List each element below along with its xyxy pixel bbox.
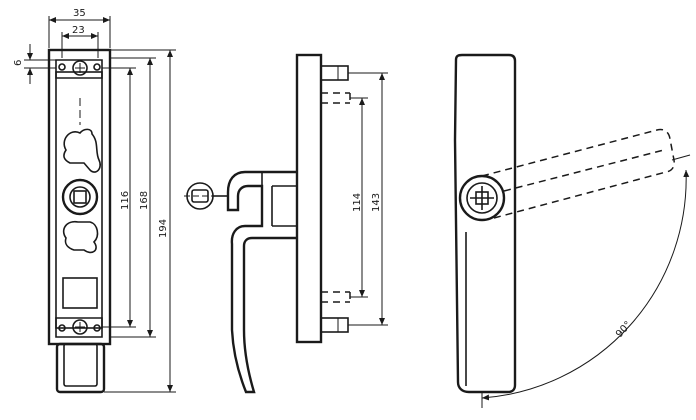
front-view — [47, 48, 112, 394]
dim-angle: 90° — [614, 319, 634, 340]
lock-cylinder — [61, 178, 99, 216]
dim-23: 23 — [72, 25, 85, 36]
side-dimensions: 114 143 — [348, 72, 388, 326]
dim-114: 114 — [352, 193, 363, 212]
dim-116: 116 — [120, 191, 131, 210]
rotation-view: 90° — [453, 53, 691, 408]
dim-143: 143 — [371, 193, 382, 212]
handle-profile — [226, 170, 297, 394]
top-screw — [55, 59, 103, 79]
front-dimensions: 35 23 6 116 168 194 — [13, 8, 176, 393]
bottom-screw — [55, 317, 103, 338]
dim-35: 35 — [73, 8, 86, 19]
lower-cam-cutout — [62, 220, 99, 254]
rotated-handle-outline — [481, 128, 675, 219]
key-icon — [184, 182, 228, 210]
dim-168: 168 — [139, 191, 150, 210]
dim-194: 194 — [158, 219, 169, 238]
dim-6: 6 — [13, 60, 24, 66]
upper-cam-cutout — [63, 128, 101, 173]
rotation-arc — [481, 169, 690, 401]
rotation-lock-cylinder — [458, 174, 506, 222]
side-view — [184, 53, 351, 394]
square-window — [62, 277, 98, 309]
